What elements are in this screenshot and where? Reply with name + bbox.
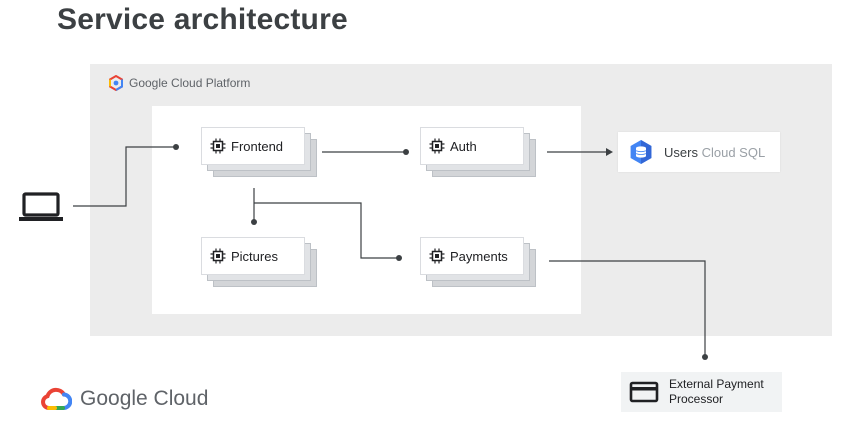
gcp-label: Google Cloud Platform — [108, 74, 250, 92]
chip-icon — [429, 248, 445, 264]
chip-icon — [429, 138, 445, 154]
chip-icon — [210, 248, 226, 264]
service-frontend: Frontend — [201, 127, 321, 179]
service-payments: Payments — [420, 237, 540, 289]
external-line-1: External Payment — [669, 377, 764, 391]
service-auth: Auth — [420, 127, 540, 179]
external-payment-processor-card: External Payment Processor — [621, 372, 782, 412]
google-cloud-icon — [41, 387, 72, 410]
laptop-icon — [19, 192, 63, 221]
database-name: Users — [664, 144, 698, 160]
credit-card-icon — [629, 381, 659, 403]
gcp-hexagon-icon — [109, 75, 123, 91]
service-pictures: Pictures — [201, 237, 321, 289]
cloud-sql-icon — [630, 140, 652, 164]
service-label: Pictures — [231, 248, 278, 264]
brand-label: Google Cloud — [80, 387, 209, 410]
gcp-label-text: Google Cloud Platform — [129, 76, 251, 90]
service-label: Auth — [450, 138, 477, 154]
client-to-frontend-line — [73, 146, 176, 207]
page-title: Service architecture — [57, 3, 348, 36]
service-label: Frontend — [231, 138, 284, 154]
frontend-to-payments-line — [254, 202, 399, 259]
chip-icon — [210, 138, 226, 154]
service-label: Payments — [450, 248, 508, 264]
database-type: Cloud SQL — [701, 144, 766, 160]
external-line-2: Processor — [669, 392, 724, 406]
payments-to-external-line — [549, 260, 706, 357]
google-cloud-logo: Google Cloud — [40, 386, 208, 412]
users-database-card: Users Cloud SQL — [618, 132, 780, 172]
